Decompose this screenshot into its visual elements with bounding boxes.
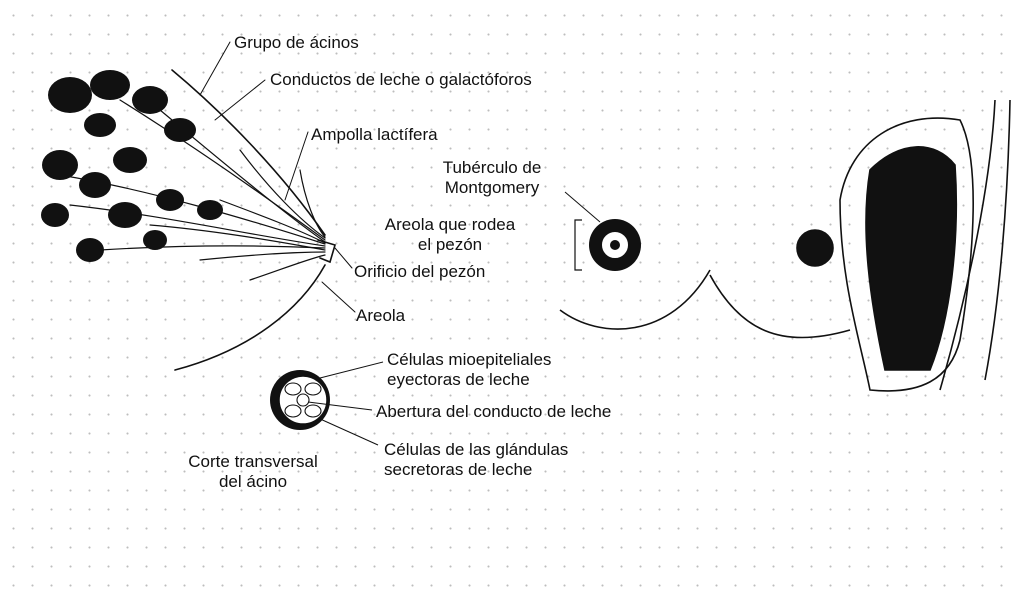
leader-secretoras [318,418,378,445]
label-areola-pezon-line1: Areola que rodea [370,215,530,235]
leader-orificio [335,248,352,268]
label-corte-line2: del ácino [178,472,328,492]
label-orificio-pezon: Orificio del pezón [354,262,485,282]
leader-tuberculo [565,192,600,222]
label-grupo-acinos: Grupo de ácinos [234,33,359,53]
label-conductos-galactoforos: Conductos de leche o galactóforos [270,70,532,90]
sagittal-section [710,100,1010,391]
label-mioepiteliales-line2: eyectoras de leche [387,370,551,390]
label-corte-line1: Corte transversal [178,452,328,472]
leader-mioepiteliales [320,362,383,378]
label-abertura-conducto: Abertura del conducto de leche [376,402,611,422]
label-areola-rodea-pezon: Areola que rodea el pezón [370,215,530,255]
label-ampolla-lactifera: Ampolla lactífera [311,125,438,145]
label-tuberculo-line1: Tubérculo de [422,158,562,178]
label-tuberculo-montgomery: Tubérculo de Montgomery [422,158,562,198]
label-corte-transversal: Corte transversal del ácino [178,452,328,492]
label-tuberculo-line2: Montgomery [422,178,562,198]
acini-clusters [41,70,223,262]
label-areola-pezon-line2: el pezón [370,235,530,255]
leader-conductos [215,80,265,120]
label-areola: Areola [356,306,405,326]
label-celulas-mioepiteliales: Células mioepiteliales eyectoras de lech… [387,350,551,390]
label-celulas-secretoras: Células de las glándulas secretoras de l… [384,440,568,480]
label-secretoras-line2: secretoras de leche [384,460,568,480]
nipple-outline [318,240,335,262]
breast-front-outline [560,270,710,329]
label-secretoras-line1: Células de las glándulas [384,440,568,460]
areola-front-view [560,192,710,329]
leader-areola [322,282,355,312]
label-mioepiteliales-line1: Células mioepiteliales [387,350,551,370]
acinus-cross-section [270,362,383,445]
areola-bracket [575,220,582,270]
breast-outline-lower [175,265,325,370]
leader-grupo [200,42,230,95]
